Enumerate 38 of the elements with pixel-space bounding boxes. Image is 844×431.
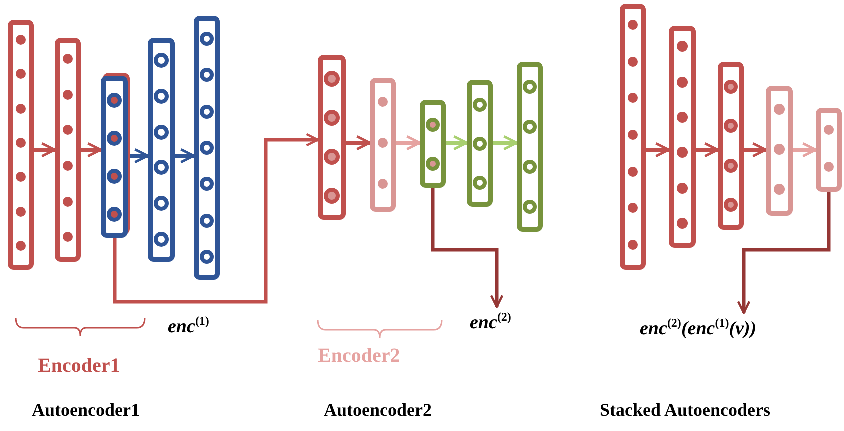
arrow: [737, 192, 831, 314]
layer-bar: [467, 80, 493, 207]
layer-bar: [620, 4, 646, 270]
formula-label: enc$^{(2)}$: [470, 310, 512, 334]
layer-bar: [517, 62, 543, 232]
arrow: [493, 135, 518, 151]
encoder-label: Encoder1: [38, 355, 120, 378]
layer-bar: [370, 78, 396, 212]
arrow: [646, 142, 670, 158]
arrow: [431, 188, 504, 308]
arrow: [396, 135, 422, 151]
encoder-label: Encoder2: [318, 345, 400, 368]
panel-title: Stacked Autoencoders: [600, 400, 770, 421]
arrow: [175, 148, 196, 164]
layer-bar: [318, 55, 346, 220]
layer-bar: [420, 100, 446, 188]
layer-bar: [194, 16, 220, 280]
panel-title: Autoencoder2: [324, 400, 432, 421]
arrow: [446, 135, 468, 151]
arrow: [128, 148, 150, 164]
layer-bar: [766, 86, 793, 216]
layer-bar: [148, 38, 175, 262]
arrow: [346, 135, 372, 151]
layer-bar: [669, 26, 696, 248]
formula-label: enc$^{(1)}$: [168, 314, 210, 338]
formula-label: enc$^{(2)}$(enc$^{(1)}$(v)): [640, 316, 757, 340]
layer-bar: [718, 62, 744, 230]
layer-bar: [55, 38, 81, 262]
arrow: [113, 133, 320, 304]
arrow: [793, 142, 818, 158]
layer-bar: [816, 108, 842, 192]
arrow: [696, 142, 720, 158]
layer-bar: [101, 76, 128, 238]
arrow: [81, 142, 102, 158]
panel-title: Autoencoder1: [32, 400, 140, 421]
arrow: [34, 142, 56, 158]
layer-bar: [8, 20, 34, 270]
arrow: [744, 142, 768, 158]
